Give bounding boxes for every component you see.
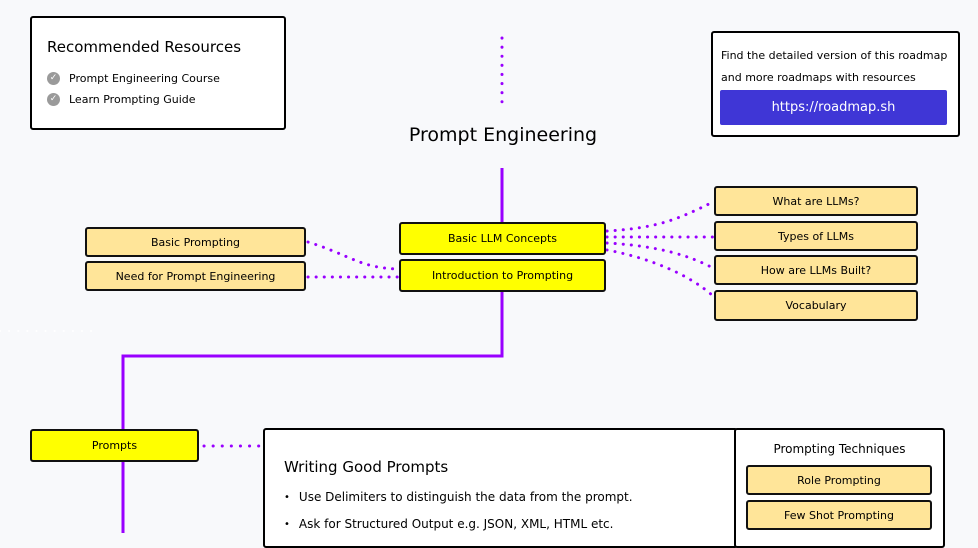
node-introduction-to-prompting[interactable]: Introduction to Prompting: [399, 259, 606, 292]
node-prompts[interactable]: Prompts: [30, 429, 199, 462]
node-types-of-llms[interactable]: Types of LLMs: [714, 221, 918, 251]
how-llms-built-connector: [605, 241, 715, 270]
promo-text: Find the detailed version of this roadma…: [721, 49, 948, 84]
tip-item: • Ask for Structured Output e.g. JSON, XM…: [284, 517, 633, 544]
node-vocabulary[interactable]: Vocabulary: [714, 290, 918, 321]
writing-good-prompts-list: • Use Delimiters to distinguish the data …: [284, 490, 633, 544]
bullet-icon: •: [284, 492, 290, 503]
node-basic-prompting[interactable]: Basic Prompting: [85, 227, 306, 257]
node-role-prompting[interactable]: Role Prompting: [746, 465, 932, 495]
recommended-resources-panel: Recommended Resources ✓ Prompt Engineeri…: [30, 16, 286, 130]
node-basic-llm-concepts[interactable]: Basic LLM Concepts: [399, 222, 606, 255]
check-circle-icon: ✓: [47, 72, 60, 85]
resource-link[interactable]: ✓ Prompt Engineering Course: [47, 72, 220, 85]
prompting-techniques-panel: Prompting Techniques Role Prompting Few …: [734, 428, 945, 548]
node-how-are-llms-built[interactable]: How are LLMs Built?: [714, 255, 918, 285]
writing-good-prompts-title: Writing Good Prompts: [284, 458, 449, 476]
resource-label: Learn Prompting Guide: [69, 93, 196, 106]
roadmap-promo-panel: Find the detailed version of this roadma…: [711, 31, 960, 137]
bullet-icon: •: [284, 519, 290, 530]
basic-prompting-connector: [306, 240, 400, 271]
tip-text: Use Delimiters to distinguish the data f…: [298, 490, 633, 504]
tip-text: Ask for Structured Output e.g. JSON, XML…: [298, 517, 614, 531]
writing-good-prompts-panel: Writing Good Prompts • Use Delimiters to …: [263, 428, 738, 548]
prompting-techniques-title: Prompting Techniques: [773, 442, 906, 456]
resources-title: Recommended Resources: [47, 38, 242, 56]
resource-label: Prompt Engineering Course: [69, 72, 220, 85]
resource-link[interactable]: ✓ Learn Prompting Guide: [47, 93, 196, 106]
vocabulary-connector: [605, 248, 715, 298]
node-few-shot-prompting[interactable]: Few Shot Prompting: [746, 500, 932, 530]
roadmap-title: Prompt Engineering: [408, 124, 598, 146]
node-what-are-llms[interactable]: What are LLMs?: [714, 186, 918, 216]
tip-item: • Use Delimiters to distinguish the data …: [284, 490, 633, 517]
roadmap-link-button[interactable]: https://roadmap.sh: [720, 90, 947, 125]
check-circle-icon: ✓: [47, 93, 60, 106]
what-are-llms-connector: [605, 200, 715, 233]
node-need-for-prompt-engineering[interactable]: Need for Prompt Engineering: [85, 261, 306, 291]
